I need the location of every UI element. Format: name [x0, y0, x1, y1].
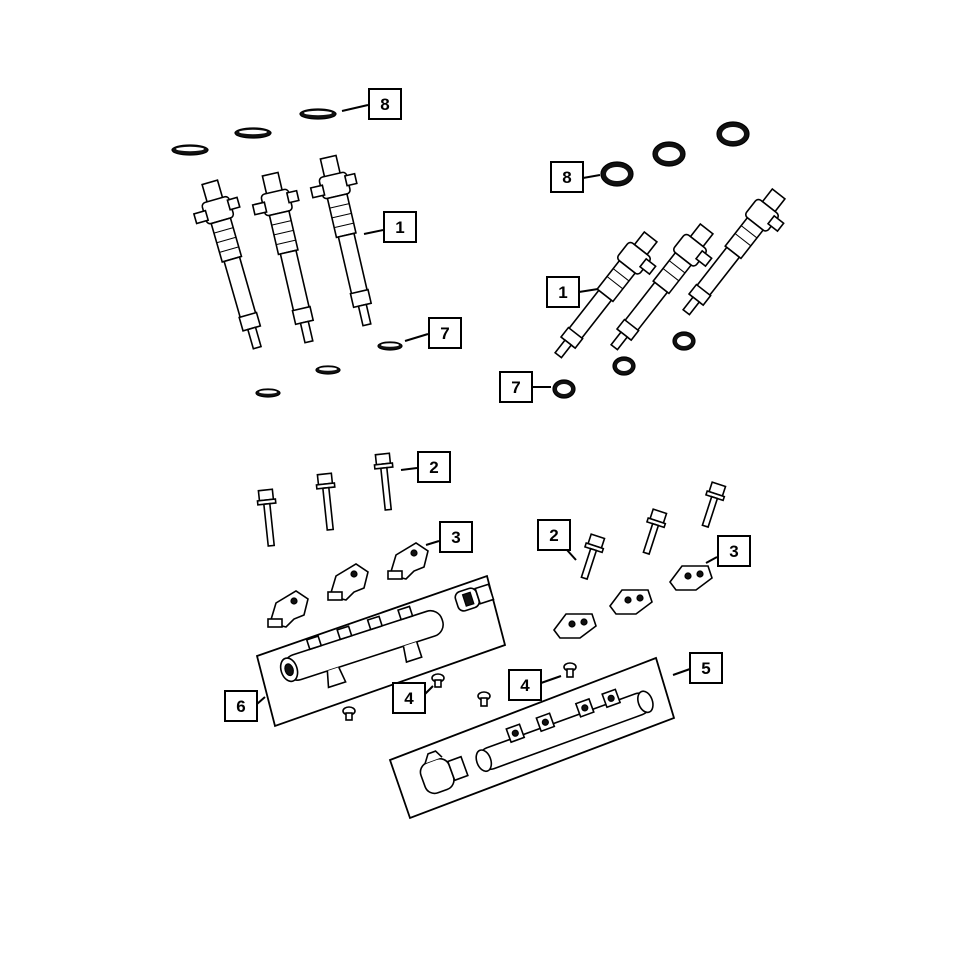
callout-6-label: 6	[236, 697, 245, 716]
callout-2a-label: 2	[429, 458, 438, 477]
callout-4a: 4	[392, 682, 434, 714]
screws-4b	[477, 662, 577, 707]
bolts-2a	[256, 452, 394, 547]
callout-8a: 8	[341, 88, 402, 120]
injector-a3	[309, 154, 373, 327]
callout-3a-label: 3	[451, 528, 460, 547]
bolts-2b	[580, 481, 727, 581]
injector-b3	[681, 187, 787, 316]
seal-ring-7a	[255, 341, 403, 398]
callout-2b: 2	[537, 519, 577, 561]
callout-1a: 1	[363, 211, 417, 243]
callout-4b-label: 4	[520, 676, 530, 695]
fuel-rail-6	[279, 605, 444, 689]
injector-b2	[609, 222, 715, 351]
screws-4a	[342, 673, 445, 721]
seal-ring-8b	[600, 121, 750, 187]
callout-8a-label: 8	[380, 95, 389, 114]
callout-1a-label: 1	[395, 218, 404, 237]
callout-3a: 3	[425, 521, 473, 553]
callout-8b: 8	[550, 161, 601, 193]
brackets-3b	[553, 565, 713, 639]
callout-3b-label: 3	[729, 542, 738, 561]
callout-3b: 3	[705, 535, 751, 567]
seal-ring-8a	[171, 108, 337, 156]
callout-5: 5	[672, 652, 723, 684]
brackets-3a	[267, 542, 429, 628]
injector-group-a	[171, 108, 403, 398]
pressure-valve-5	[419, 750, 469, 795]
injector-b1	[553, 230, 659, 359]
fuel-rail-5-frame	[388, 656, 676, 820]
injector-a1	[192, 179, 263, 350]
callout-6: 6	[224, 690, 266, 722]
fuel-rail-6-frame	[255, 574, 507, 728]
callout-5-label: 5	[701, 659, 710, 678]
callout-1b: 1	[546, 276, 599, 308]
callout-7a-label: 7	[440, 324, 449, 343]
callout-7b: 7	[499, 371, 551, 403]
callout-1b-label: 1	[558, 283, 567, 302]
injector-group-b	[552, 121, 787, 399]
callout-2b-label: 2	[549, 526, 558, 545]
fuel-rail-5	[475, 688, 654, 773]
callout-4b: 4	[508, 669, 562, 701]
callout-2a: 2	[400, 451, 451, 483]
callout-7b-label: 7	[511, 378, 520, 397]
pressure-sensor-6	[454, 583, 495, 612]
callout-4a-label: 4	[404, 689, 414, 708]
seal-ring-7b	[552, 331, 696, 399]
callout-7a: 7	[404, 317, 462, 349]
callout-8b-label: 8	[562, 168, 571, 187]
injector-a2	[251, 171, 315, 344]
